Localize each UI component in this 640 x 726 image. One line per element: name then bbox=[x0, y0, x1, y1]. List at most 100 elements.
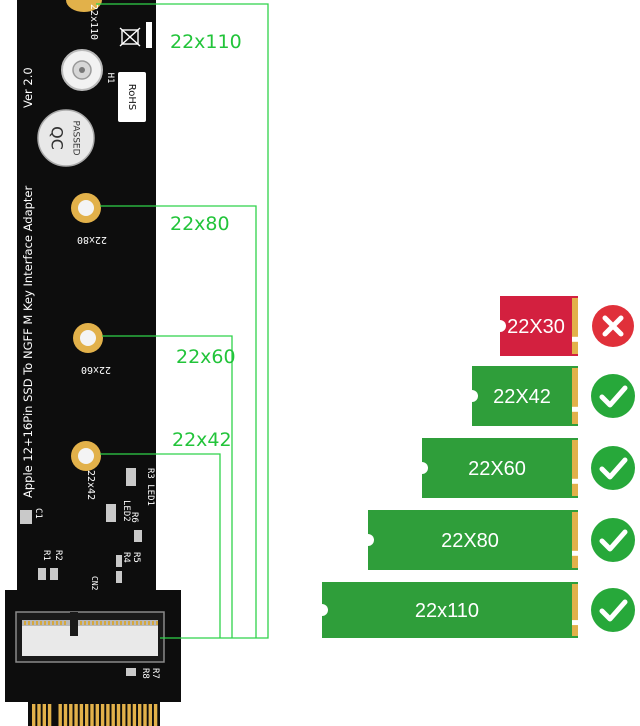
r8-component bbox=[126, 668, 136, 676]
socket-pin bbox=[44, 621, 46, 625]
socket-pin bbox=[56, 621, 58, 625]
r4-label: R4 bbox=[121, 552, 131, 563]
size-label-42: 22x42 bbox=[172, 429, 232, 451]
socket-pin bbox=[60, 621, 62, 625]
card-contacts bbox=[572, 298, 578, 354]
rohs-text: RoHS bbox=[126, 84, 137, 110]
gold-finger bbox=[132, 704, 137, 726]
hole-label-60: 22x60 bbox=[81, 364, 111, 375]
socket-pin bbox=[88, 621, 90, 625]
gold-finger bbox=[58, 704, 62, 726]
gold-finger bbox=[37, 704, 41, 726]
ssd-card-22x60: 22X60 bbox=[422, 438, 635, 498]
socket-pin bbox=[116, 621, 118, 625]
r8-label: R8 bbox=[140, 668, 150, 679]
socket-pin bbox=[84, 621, 86, 625]
ssd-card-body bbox=[472, 366, 578, 426]
socket-pin bbox=[120, 621, 122, 625]
card-contacts bbox=[572, 512, 578, 568]
qc-passed-sticker: QC PASSED bbox=[37, 109, 95, 167]
size-label-80: 22x80 bbox=[170, 213, 230, 235]
gold-finger bbox=[74, 704, 78, 726]
guide-lines bbox=[96, 3, 269, 639]
ssd-card-body bbox=[422, 438, 578, 498]
gold-finger bbox=[122, 704, 126, 726]
gold-finger bbox=[69, 704, 73, 726]
ssd-card-label: 22X60 bbox=[468, 458, 526, 480]
card-contact-strip bbox=[572, 440, 578, 496]
card-contact-strip bbox=[572, 584, 578, 636]
socket-pin bbox=[52, 621, 54, 625]
check-icon bbox=[591, 518, 635, 562]
socket-pin bbox=[136, 621, 138, 625]
white-stripe bbox=[146, 22, 152, 48]
socket-pin bbox=[40, 621, 42, 625]
r1-component bbox=[38, 568, 46, 580]
socket-pin bbox=[24, 621, 26, 625]
guide-line-80 bbox=[100, 205, 257, 638]
qc-text: QC bbox=[48, 126, 67, 150]
card-mount-notch bbox=[322, 604, 328, 616]
r6-component bbox=[134, 530, 142, 542]
gold-finger bbox=[100, 704, 105, 726]
socket-pin bbox=[32, 621, 34, 625]
check-icon bbox=[591, 588, 635, 632]
socket-pin bbox=[124, 621, 126, 625]
gold-finger bbox=[42, 704, 46, 726]
socket-pin bbox=[104, 621, 106, 625]
r2-component bbox=[50, 568, 58, 580]
rohs-badge: RoHS bbox=[118, 72, 146, 122]
card-key-notch bbox=[572, 550, 578, 556]
socket-pin bbox=[64, 621, 66, 625]
hole-22x80 bbox=[71, 193, 101, 223]
socket-pin bbox=[80, 621, 82, 625]
top-mount-notch bbox=[66, 0, 102, 12]
ssd-card-body bbox=[500, 296, 578, 356]
socket-pin bbox=[36, 621, 38, 625]
card-mount-notch bbox=[368, 534, 374, 546]
gold-finger bbox=[106, 704, 110, 726]
gold-finger bbox=[127, 704, 131, 726]
socket-pin bbox=[100, 621, 102, 625]
hole-22x110 bbox=[61, 49, 103, 91]
size-label-60: 22x60 bbox=[176, 346, 236, 368]
socket-pin bbox=[96, 621, 98, 625]
r5-label: R5 bbox=[131, 552, 141, 563]
socket-pin bbox=[108, 621, 110, 625]
gold-finger bbox=[63, 704, 68, 726]
gold-finger bbox=[85, 704, 89, 726]
ssd-card-label: 22X42 bbox=[493, 386, 551, 408]
card-mount-notch bbox=[422, 462, 428, 474]
card-mount-notch bbox=[500, 320, 506, 332]
card-contact-strip bbox=[572, 368, 578, 424]
card-contacts bbox=[572, 584, 578, 636]
r7-label: R7 bbox=[150, 668, 160, 679]
card-contacts bbox=[572, 368, 578, 424]
r2-label: R2 bbox=[53, 550, 63, 561]
r1-label: R1 bbox=[41, 550, 51, 561]
c1-label: C1 bbox=[33, 508, 43, 519]
weee-icon bbox=[119, 27, 141, 47]
socket-pin bbox=[148, 621, 150, 625]
led1-label: R3 LED1 bbox=[145, 468, 155, 506]
guide-line-110 bbox=[96, 3, 269, 639]
r4-component bbox=[116, 555, 122, 567]
c1-component bbox=[20, 510, 32, 524]
socket-pin bbox=[48, 621, 50, 625]
ssd-card-22x42: 22X42 bbox=[472, 366, 635, 426]
ssd-card-22x30: 22X30 bbox=[500, 296, 634, 356]
socket-pin bbox=[132, 621, 134, 625]
card-key-notch bbox=[572, 478, 578, 484]
gold-finger bbox=[111, 704, 115, 726]
passed-text: PASSED bbox=[71, 120, 81, 155]
gold-finger bbox=[90, 704, 94, 726]
ssd-card-label: 22x110 bbox=[415, 600, 479, 622]
card-contact-strip bbox=[572, 298, 578, 354]
ssd-card-22x80: 22X80 bbox=[368, 510, 635, 570]
socket-pin bbox=[28, 621, 30, 625]
ssd-card-body bbox=[368, 510, 578, 570]
gold-finger bbox=[79, 704, 84, 726]
card-key-notch bbox=[572, 336, 578, 342]
card-mount-notch bbox=[472, 390, 478, 402]
socket-pin bbox=[92, 621, 94, 625]
